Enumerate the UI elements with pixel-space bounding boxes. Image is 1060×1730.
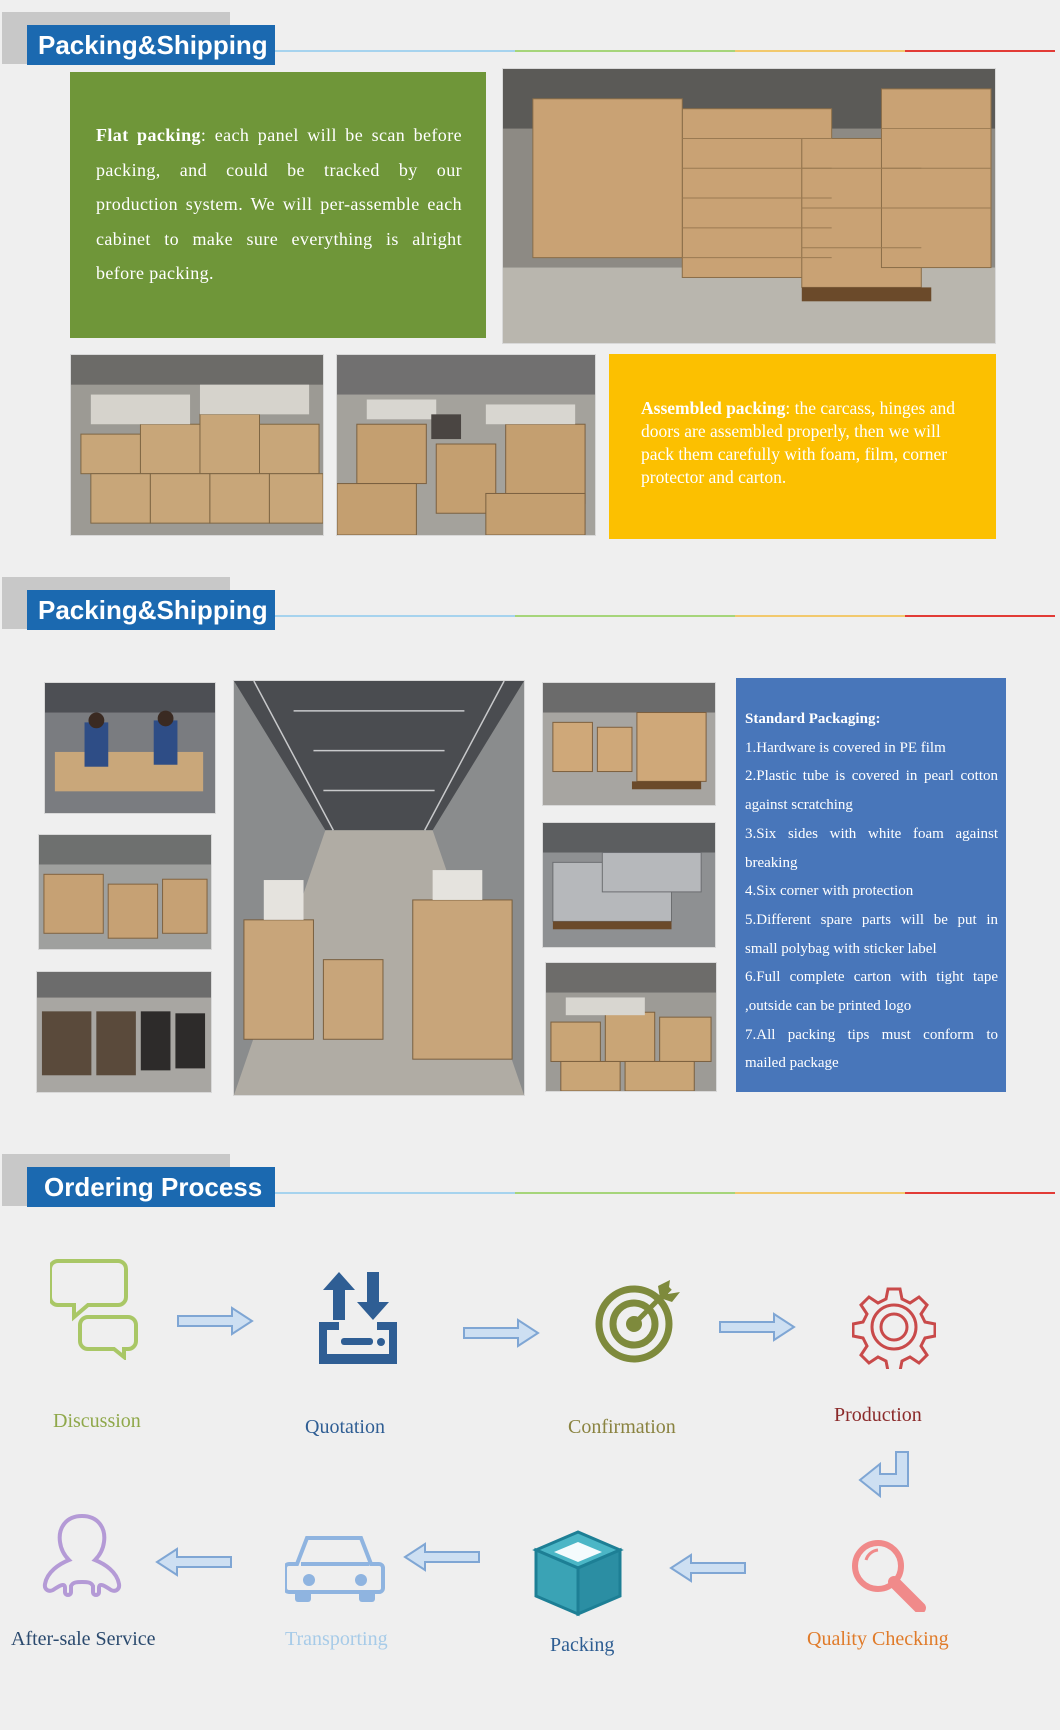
- assembled-packing-card: Assembled packing: the carcass, hinges a…: [609, 354, 996, 539]
- arrow-right-icon: [176, 1306, 256, 1336]
- return-arrow-icon: [858, 1450, 916, 1508]
- cabinets-row-photo: [36, 971, 212, 1093]
- panel-stacks-photo: [38, 834, 212, 950]
- box-icon: [532, 1528, 624, 1618]
- flat-packing-heading: Flat packing: [96, 125, 201, 145]
- chat-bubbles-icon: [48, 1255, 140, 1362]
- section-title: Packing&Shipping: [27, 25, 275, 65]
- section-header-packing-1: Packing&Shipping: [0, 12, 1060, 68]
- workers-packing-photo: [44, 682, 216, 814]
- section-header-ordering: Ordering Process: [0, 1154, 1060, 1210]
- cartons-stack-photo: [70, 354, 324, 536]
- car-icon: [283, 1530, 385, 1606]
- section-title: Ordering Process: [27, 1167, 275, 1207]
- standard-packaging-title: Standard Packaging:: [745, 711, 881, 727]
- arrow-left-icon: [153, 1547, 233, 1577]
- assembled-packing-heading: Assembled packing: [641, 398, 786, 418]
- header-rule: [275, 615, 1055, 617]
- flat-pack-pallets-photo: [502, 68, 996, 344]
- header-rule: [275, 1192, 1055, 1194]
- upload-download-icon: [315, 1272, 401, 1367]
- flat-packing-text: : each panel will be scan before packing…: [96, 125, 462, 283]
- standard-packaging-item: 1.Hardware is covered in PE film: [745, 739, 946, 756]
- standard-packaging-item: 6.Full complete carton with tight tape ,…: [745, 969, 998, 1015]
- wrapped-panels-photo: [542, 822, 716, 948]
- step-label-production: Production: [834, 1404, 922, 1426]
- target-icon: [592, 1280, 682, 1365]
- step-label-quotation: Quotation: [305, 1416, 385, 1438]
- standard-packaging-card: Standard Packaging: 1.Hardware is covere…: [736, 678, 1006, 1092]
- warehouse-cartons-photo: [336, 354, 596, 536]
- step-label-discussion: Discussion: [53, 1410, 141, 1432]
- standard-packaging-item: 3.Six sides with white foam against brea…: [745, 825, 998, 871]
- step-label-confirmation: Confirmation: [568, 1416, 676, 1438]
- flat-packing-card: Flat packing: each panel will be scan be…: [70, 72, 486, 338]
- step-label-after-sale-service: After-sale Service: [11, 1628, 156, 1650]
- standard-packaging-item: 4.Six corner with protection: [745, 883, 914, 900]
- warehouse-overview-photo: [233, 680, 525, 1096]
- standard-packaging-item: 7.All packing tips must conform to maile…: [745, 1026, 998, 1072]
- step-label-quality-checking: Quality Checking: [807, 1628, 949, 1650]
- header-gray-tab: [2, 595, 28, 629]
- person-icon: [40, 1512, 124, 1602]
- step-label-packing: Packing: [550, 1634, 615, 1656]
- magnifier-icon: [850, 1538, 926, 1614]
- boxed-cartons-photo: [545, 962, 717, 1092]
- arrow-right-icon: [718, 1312, 798, 1342]
- assembled-packing-text: : the carcass, hinges and doors are asse…: [641, 398, 955, 487]
- standard-packaging-item: 2.Plastic tube is covered in pearl cotto…: [745, 768, 998, 814]
- section-header-packing-2: Packing&Shipping: [0, 577, 1060, 633]
- header-rule: [275, 50, 1055, 52]
- header-gray-tab: [2, 1172, 28, 1206]
- arrow-left-icon: [667, 1553, 747, 1583]
- header-gray-tab: [2, 30, 28, 64]
- step-label-transporting: Transporting: [285, 1628, 388, 1650]
- section-title: Packing&Shipping: [27, 590, 275, 630]
- pallets-foam-photo: [542, 682, 716, 806]
- arrow-right-icon: [462, 1318, 542, 1348]
- standard-packaging-item: 5.Different spare parts will be put in s…: [745, 911, 998, 957]
- gear-icon: [851, 1285, 937, 1373]
- arrow-left-icon: [401, 1542, 481, 1572]
